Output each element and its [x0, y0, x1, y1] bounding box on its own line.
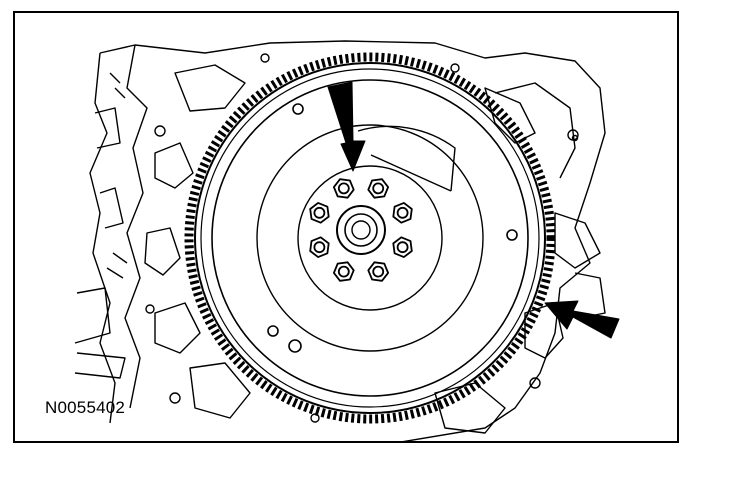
crankshaft-hub	[336, 205, 386, 255]
bolt-washer	[396, 241, 409, 254]
bolt-head	[392, 236, 413, 259]
arrow-ring-gear	[544, 300, 620, 339]
bolt-washer	[396, 206, 409, 219]
bolt-washer	[337, 265, 350, 278]
bolt-washer	[313, 206, 326, 219]
figure-frame: N0055402	[13, 11, 679, 443]
bolt-head	[367, 261, 390, 282]
flywheel	[211, 79, 529, 397]
bolt-head	[392, 201, 413, 224]
bolt-head	[309, 236, 330, 259]
bolt-head	[309, 201, 330, 224]
arrow-bolts	[327, 81, 366, 172]
bolt-washer	[337, 182, 350, 195]
flywheel-illustration	[74, 40, 620, 441]
figure-id-label: N0055402	[45, 398, 126, 417]
bolt-head	[332, 178, 355, 199]
bolt-washer	[313, 241, 326, 254]
bolt-washer	[372, 182, 385, 195]
bolt-head	[332, 261, 355, 282]
bolt-head	[367, 178, 390, 199]
ring-gear	[184, 52, 556, 424]
bolt-washer	[372, 265, 385, 278]
flywheel-bolts	[309, 178, 413, 282]
